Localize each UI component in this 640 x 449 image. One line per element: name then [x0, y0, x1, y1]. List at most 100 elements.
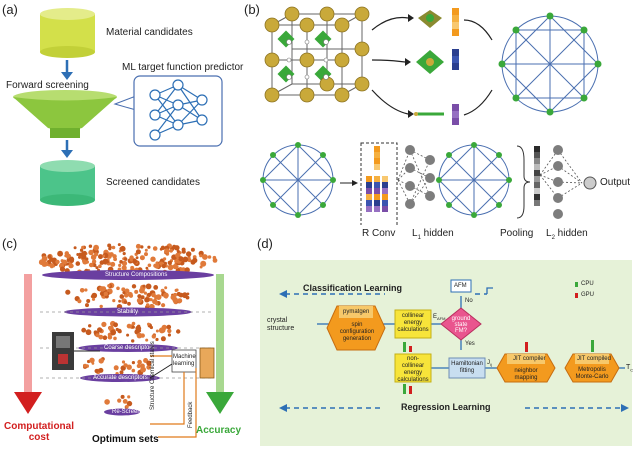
computational-cost-label: Computational cost	[4, 421, 74, 443]
particle	[153, 285, 159, 290]
feedback-label: Feedback	[188, 401, 194, 428]
particle	[85, 303, 89, 308]
particle	[134, 289, 139, 294]
metropolis-cpu-bar	[591, 340, 594, 352]
classification-learning-label: Classification Learning	[303, 283, 403, 293]
particle	[119, 245, 126, 252]
gpu-legend-icon	[575, 293, 578, 298]
material-cylinder	[40, 8, 95, 58]
particle	[76, 253, 80, 256]
particle	[108, 245, 112, 249]
particle	[93, 244, 99, 251]
panel-d-background	[260, 260, 632, 446]
ground-state-label: ground state FM?	[451, 316, 471, 334]
particle	[103, 291, 109, 296]
particle	[161, 264, 166, 269]
particle	[113, 336, 117, 341]
particle	[131, 284, 137, 289]
particle	[170, 294, 176, 301]
particle	[160, 327, 166, 333]
particle	[88, 249, 94, 256]
particle	[181, 247, 186, 252]
crystal-structure-label: crystal structure	[267, 317, 295, 332]
particle	[59, 266, 66, 272]
particle	[121, 260, 128, 266]
particle	[202, 254, 208, 260]
particle	[144, 248, 148, 252]
particle	[159, 247, 163, 251]
particle	[207, 255, 212, 259]
particle	[116, 286, 120, 291]
particle	[99, 291, 105, 297]
crystal-lattice	[264, 6, 370, 103]
particle	[181, 292, 188, 299]
r-conv-vectors	[366, 146, 388, 212]
e-afm-label: EAFM	[433, 314, 446, 322]
particle	[155, 329, 159, 333]
particle	[83, 363, 87, 368]
structure-chemical-states-label: Structure Chemical states	[150, 341, 156, 410]
particle	[149, 325, 153, 330]
l2-hidden-layer	[539, 145, 583, 219]
particle	[89, 262, 94, 268]
particle	[136, 297, 142, 304]
particle	[139, 255, 145, 261]
particle	[122, 252, 126, 256]
machine-learning-label: Machine learning	[173, 354, 196, 367]
particle	[160, 336, 166, 342]
particle	[121, 287, 126, 292]
collinear-box	[394, 309, 432, 339]
particle	[123, 300, 128, 304]
particle	[65, 289, 71, 295]
particle	[124, 257, 128, 261]
particle	[199, 254, 203, 258]
regression-learning-label: Regression Learning	[401, 402, 491, 412]
no-label: No	[465, 298, 473, 304]
particle	[117, 398, 122, 403]
pymatgen-label: pymatgen	[343, 309, 370, 315]
particle	[135, 325, 142, 332]
neighbor-gpu-bar	[525, 342, 528, 352]
particle	[95, 333, 100, 338]
particle	[182, 256, 189, 263]
particle	[142, 284, 146, 288]
panel-a-label: (a)	[2, 2, 18, 17]
particle	[155, 294, 162, 300]
particle	[112, 299, 116, 303]
spin-config-label: spin configuration generation	[339, 322, 375, 342]
particle	[85, 329, 92, 336]
particle	[95, 266, 99, 270]
particle	[151, 292, 156, 298]
particle	[57, 250, 63, 257]
particle	[174, 288, 178, 292]
jij-label: Jij	[487, 360, 492, 368]
output-label: Output	[600, 177, 631, 188]
particle	[47, 254, 52, 259]
feature-vector-1	[452, 8, 459, 36]
particle	[131, 325, 135, 329]
particle	[167, 328, 172, 334]
particle	[131, 321, 136, 326]
particle	[101, 321, 107, 327]
particle	[176, 249, 180, 254]
particle	[121, 360, 126, 364]
particle	[127, 395, 131, 399]
l1-hidden-layer	[397, 145, 435, 209]
particle	[143, 291, 147, 295]
particle	[152, 298, 158, 305]
metropolis-label: Metropolis Monte-Carlo	[575, 367, 609, 380]
particle	[43, 261, 49, 267]
panel-c-label: (c)	[2, 236, 18, 251]
panel-a: (a)	[0, 0, 243, 220]
forward-screening-label: Forward screening	[6, 80, 89, 91]
collinear-bars	[403, 342, 412, 352]
jit-compiled-label: JIT compiled	[577, 356, 611, 362]
particle	[69, 258, 75, 263]
collinear-label: collinear energy calculations	[397, 313, 429, 333]
bond-icon	[414, 112, 444, 116]
neural-network-icon	[149, 79, 208, 141]
non-collinear-label: non-collinear energy calculations	[397, 356, 429, 383]
particle	[122, 291, 126, 295]
non-collinear-bars	[403, 384, 412, 394]
r-conv-label: R Conv	[362, 228, 396, 239]
